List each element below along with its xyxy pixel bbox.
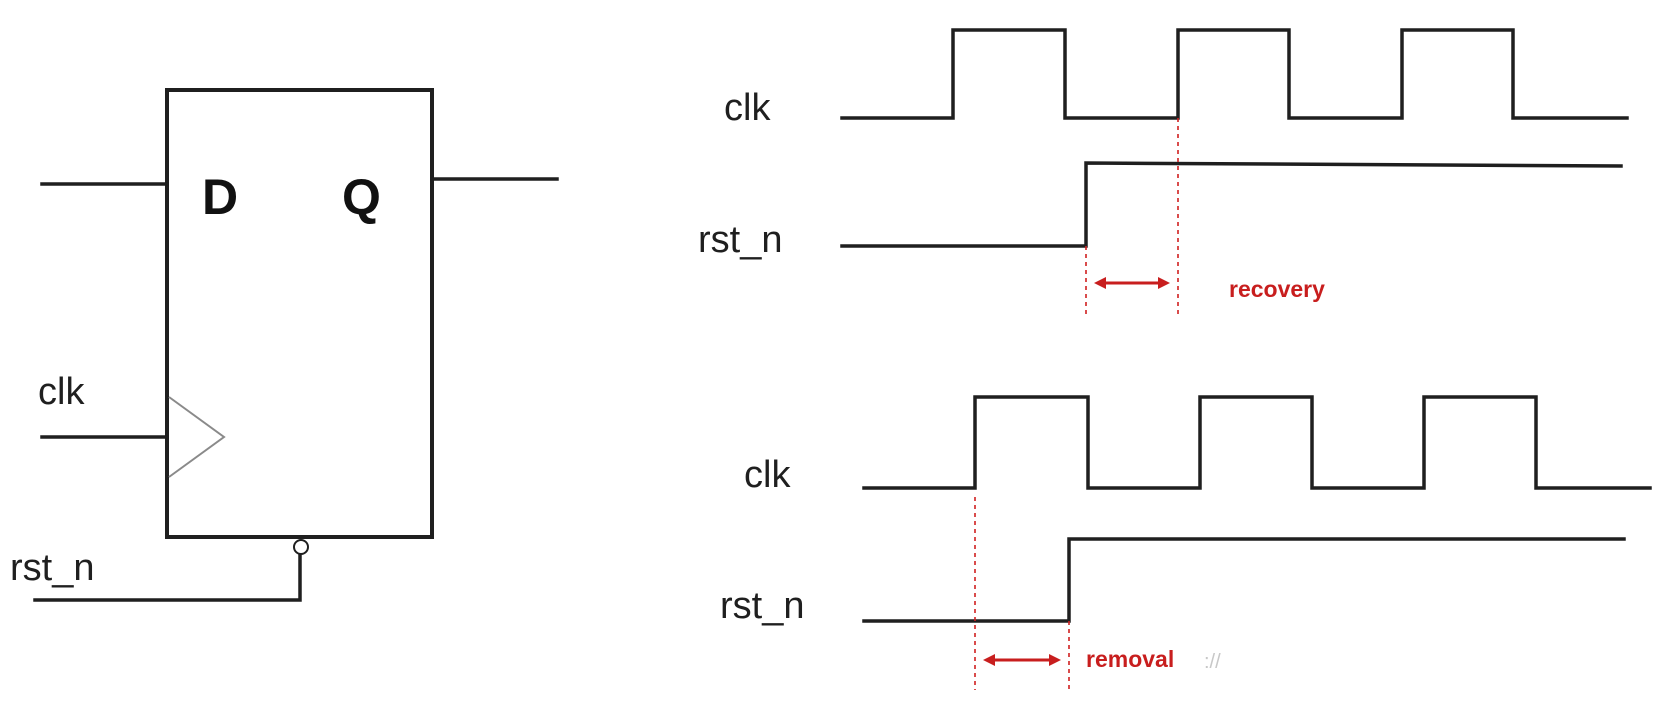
- recovery-clk-waveform: [840, 28, 1629, 120]
- recovery-clk-label: clk: [724, 87, 771, 129]
- recovery-rst-label: rst_n: [698, 219, 782, 261]
- reset-inversion-bubble: [293, 539, 309, 555]
- dff-clk-label: clk: [38, 371, 85, 413]
- removal-clk-label: clk: [744, 454, 791, 496]
- removal-timing-diagram: clk rst_n removal ://: [720, 395, 1652, 690]
- removal-annotation: removal: [1086, 646, 1174, 672]
- recovery-annotation: recovery: [1229, 276, 1325, 302]
- dff-rst-label: rst_n: [10, 547, 94, 589]
- dff-box: [165, 88, 434, 539]
- removal-rst-label: rst_n: [720, 585, 804, 627]
- q-pin-label: Q: [342, 169, 381, 225]
- removal-interval-arrow: [983, 654, 1061, 666]
- recovery-rst-waveform: [840, 161, 1623, 248]
- recovery-timing-diagram: clk rst_n recovery: [698, 28, 1629, 315]
- removal-clk-waveform: [862, 395, 1652, 490]
- watermark-fragment: ://: [1204, 651, 1221, 673]
- d-pin-label: D: [202, 169, 238, 225]
- dff-schematic: D Q clk rst_n: [10, 88, 559, 602]
- clock-edge-icon: [168, 396, 226, 478]
- reset-input-wire: [33, 553, 302, 602]
- removal-rst-waveform: [862, 537, 1626, 623]
- recovery-interval-arrow: [1094, 277, 1170, 289]
